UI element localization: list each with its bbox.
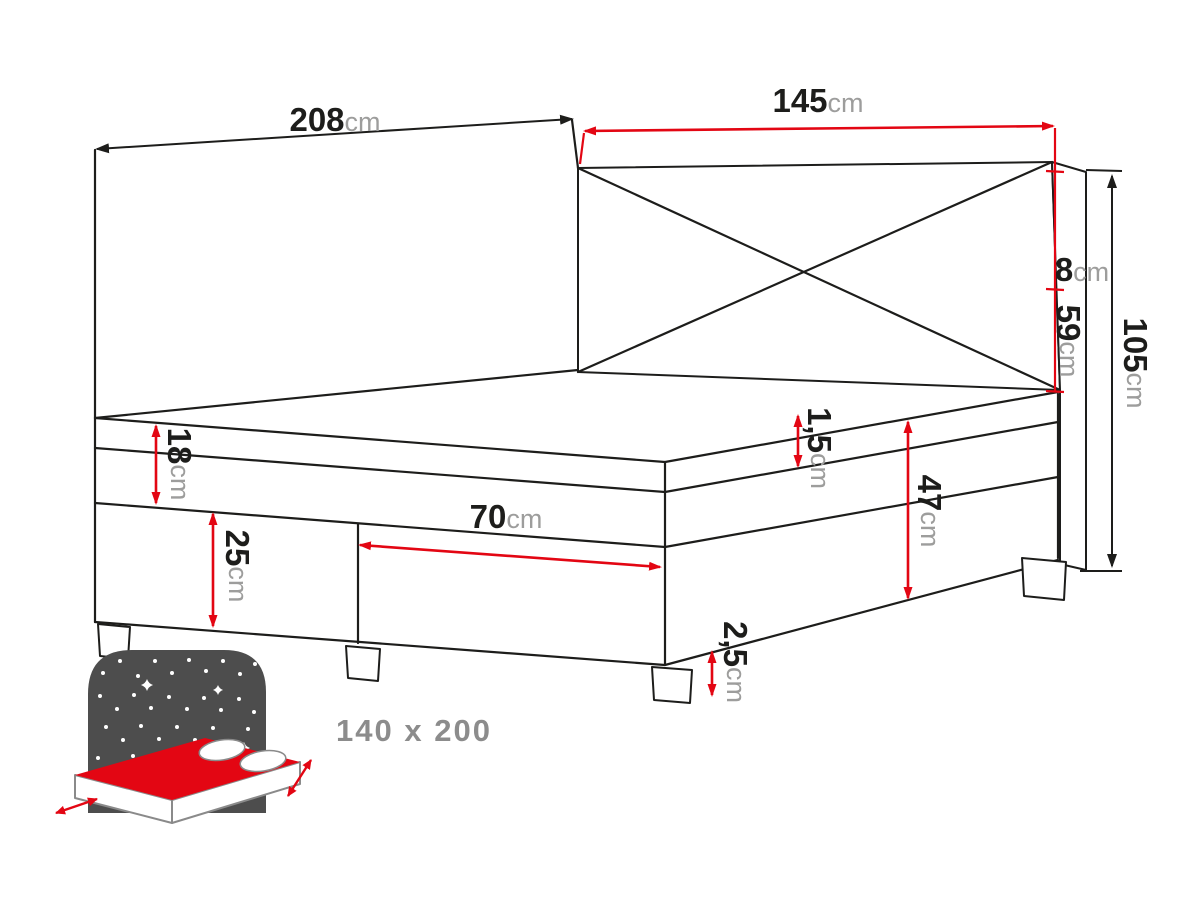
dim-headboard-width: 145cm (578, 82, 1055, 165)
dim-total-length-label: 208cm (289, 101, 380, 138)
mini-bed-mattress-top (75, 738, 300, 800)
dim-leg-height-label: 2,5cm (718, 621, 755, 703)
dim-side-total-height-label: 47cm (912, 475, 949, 548)
dim-half-width: 70cm (358, 498, 662, 571)
star-icon (141, 679, 153, 691)
dim-headboard-top-section: 8cm (1055, 251, 1109, 288)
dim-topper-gap-label: 1,5cm (802, 407, 839, 489)
leg-back-right (1021, 557, 1067, 601)
dim-total-length-line (95, 114, 574, 154)
dim-headboard-width-line (583, 121, 1055, 136)
mini-bed-icon (55, 738, 313, 824)
mini-bed-pillow (198, 738, 246, 762)
headboard-cross-diagonal-left (576, 166, 1062, 392)
dim-topper-gap: 1,5cm (793, 407, 839, 489)
dim-headboard-total-height-label: 105cm (1118, 317, 1155, 408)
leg-center (345, 645, 381, 682)
dim-headboard-top-section-label: 8cm (1055, 251, 1109, 288)
dim-headboard-upper-section-label: 59cm (1051, 305, 1088, 378)
dim-mattress-height: 18cm (151, 424, 199, 505)
dim-headboard-vertical-ticks (1045, 169, 1065, 394)
dim-side-total-height: 47cm (903, 420, 949, 600)
length-arrow-icon (286, 759, 313, 797)
dim-base-height: 25cm (208, 512, 257, 628)
projection-plane-connector (570, 118, 580, 170)
dim-headboard-total-height-ext (1080, 169, 1123, 572)
size-badge: 140 x 200 (55, 650, 492, 824)
headboard-cross-diagonal-right (576, 160, 1054, 374)
dim-base-height-label: 25cm (220, 530, 257, 603)
dim-headboard-upper-section: 59cm (1051, 305, 1088, 378)
dim-mattress-height-label: 18cm (162, 428, 199, 501)
dim-total-length: 208cm (95, 101, 574, 154)
bed-legs (97, 557, 1067, 704)
bed-line-drawing (93, 118, 1087, 704)
dim-headboard-total-height: 105cm (1080, 169, 1155, 572)
headboard-side-panel (1051, 161, 1087, 571)
dim-leg-height: 2,5cm (707, 621, 755, 703)
dim-half-width-line (358, 541, 662, 571)
leg-front-right (651, 666, 693, 704)
dim-half-width-label: 70cm (470, 498, 543, 535)
star-icon (213, 685, 223, 695)
dim-headboard-width-ext (578, 132, 586, 165)
size-label: 140 x 200 (336, 713, 492, 748)
mattress-far-edge (93, 368, 580, 420)
dim-headboard-vertical (1045, 128, 1065, 394)
dimension-annotations: 208cm 145cm 8cm 59cm 105cm (95, 82, 1155, 703)
width-arrow-icon (55, 797, 98, 815)
mattress-front-and-right-edge (93, 390, 1060, 464)
dim-headboard-width-label: 145cm (772, 82, 863, 119)
mini-bed-pillow (239, 749, 287, 773)
